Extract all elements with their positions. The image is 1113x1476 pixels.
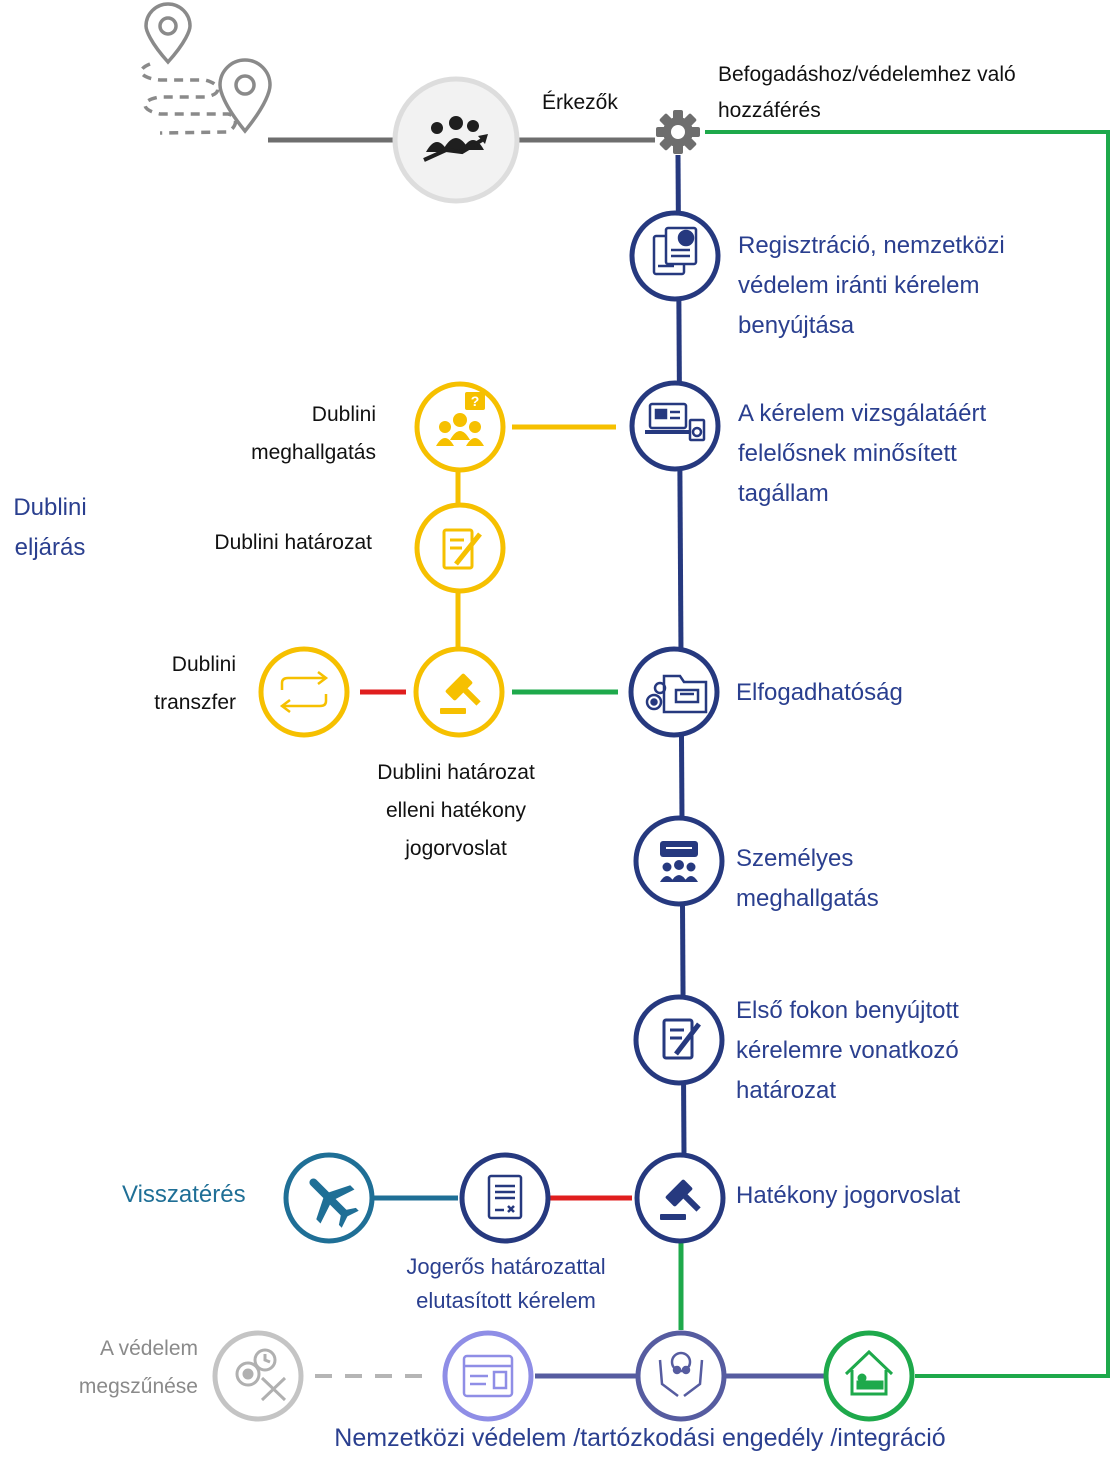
dublin-interview-node: ? [414,381,506,473]
folder-gears-icon [645,674,708,714]
return-label: Visszatérés [122,1181,246,1208]
admissibility-label: Elfogadhatóság [736,679,903,706]
registration-label: Regisztráció, nemzetközi védelem iránti … [738,232,1005,339]
dublin-appeal-node [413,646,505,738]
residence-card-icon [462,1354,514,1398]
responsible-state-node [629,380,721,472]
access-label-line2: hozzáférés [718,99,821,122]
reception-housing-node [823,1330,915,1422]
transfer-arrows-icon [279,671,329,713]
airplane-icon [309,1178,359,1228]
interview-group-icon [660,841,698,882]
gavel-icon [440,673,481,714]
house-bed-icon [844,1349,894,1396]
effective-remedy-node [634,1152,726,1244]
access-label-line1: Befogadáshoz/védelemhez való [718,63,1016,86]
computer-documents-icon [645,402,706,442]
registration-node [629,210,721,302]
effective-remedy-label: Hatékony jogorvoslat [736,1182,961,1209]
arrivals-node [392,76,520,204]
document-pen-icon [442,528,482,570]
dublin-section-title: Dublini eljárás [13,494,87,561]
dublin-transfer-label: Dublini transzfer [154,653,236,714]
integration-node [635,1330,727,1422]
cessation-label: A védelem megszűnése [78,1337,198,1398]
integration-hands-icon [658,1351,704,1397]
gavel-icon [660,1179,701,1220]
line-green-reception-loop [705,130,1110,1378]
gear-icon [656,110,700,154]
final-rejection-node [459,1152,551,1244]
return-node [283,1152,375,1244]
personal-interview-node [633,815,725,907]
responsible-state-label: A kérelem vizsgálatáért felelősnek minős… [738,400,987,507]
document-pen-icon [662,1018,701,1060]
rejected-document-icon [487,1174,523,1220]
group-question-icon: ? [436,392,485,446]
dublin-transfer-node [258,646,350,738]
cessation-node [212,1330,304,1422]
arrivals-label: Érkezők [542,91,618,114]
cessation-gear-clock-icon [235,1348,287,1402]
registration-documents-icon [652,226,698,276]
first-instance-decision-node [633,994,725,1086]
migrants-group-icon [423,116,488,162]
dublin-decision-node [414,502,506,594]
final-rejection-label: Jogerős határozattal elutasított kérelem [406,1254,606,1313]
bottom-caption: Nemzetközi védelem /tartózkodási engedél… [334,1424,946,1452]
personal-interview-label: Személyes meghallgatás [736,845,879,912]
first-instance-decision-label: Első fokon benyújtott kérelemre vonatkoz… [736,997,959,1104]
admissibility-node [628,646,720,738]
dublin-appeal-label: Dublini határozat elleni hatékony jogorv… [377,761,535,860]
location-pins-icon [139,2,272,135]
residence-card-node [442,1330,534,1422]
dublin-interview-label: Dublini meghallgatás [251,403,376,464]
svg-text:?: ? [471,393,480,409]
dublin-decision-label: Dublini határozat [214,531,372,554]
